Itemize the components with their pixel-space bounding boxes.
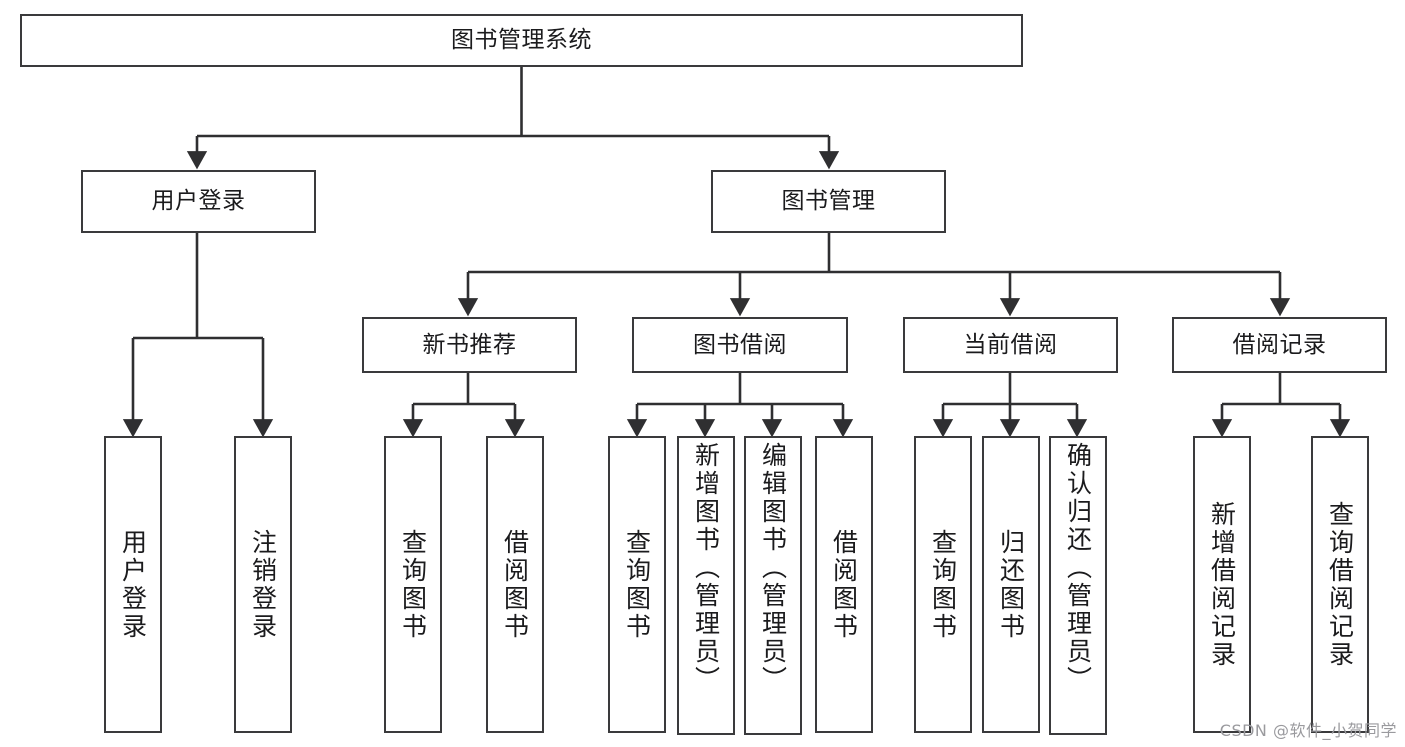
node-label: 用户登录 — [118, 528, 148, 641]
leaf-borrow-books-borrowing[interactable]: 借阅图书 — [815, 436, 873, 733]
node-label: 注销登录 — [248, 528, 278, 641]
node-new-book-recommendation[interactable]: 新书推荐 — [362, 317, 577, 373]
leaf-return-books[interactable]: 归还图书 — [982, 436, 1040, 733]
node-root-book-management-system[interactable]: 图书管理系统 — [20, 14, 1023, 67]
leaf-add-borrow-record[interactable]: 新增借阅记录 — [1193, 436, 1251, 733]
node-label: 图书管理系统 — [451, 27, 592, 54]
node-label: 借阅图书 — [500, 528, 530, 641]
leaf-edit-book-admin[interactable]: 编辑图书（管理员） — [744, 436, 802, 735]
leaf-add-book-admin[interactable]: 新增图书（管理员） — [677, 436, 735, 735]
node-label: 当前借阅 — [963, 331, 1058, 358]
leaf-query-books-current[interactable]: 查询图书 — [914, 436, 972, 733]
node-label: 编辑图书（管理员） — [758, 442, 788, 694]
leaf-confirm-return-admin[interactable]: 确认归还（管理员） — [1049, 436, 1107, 735]
leaf-logout[interactable]: 注销登录 — [234, 436, 292, 733]
node-label: 查询图书 — [398, 528, 428, 641]
node-label: 确认归还（管理员） — [1063, 442, 1093, 694]
node-label: 新增借阅记录 — [1207, 500, 1237, 669]
node-book-management[interactable]: 图书管理 — [711, 170, 946, 233]
node-label: 用户登录 — [151, 188, 246, 215]
node-label: 借阅记录 — [1232, 331, 1327, 358]
node-borrowing-records[interactable]: 借阅记录 — [1172, 317, 1387, 373]
node-label: 图书借阅 — [693, 331, 787, 358]
node-user-login[interactable]: 用户登录 — [81, 170, 316, 233]
leaf-query-books-recommend[interactable]: 查询图书 — [384, 436, 442, 733]
node-label: 查询借阅记录 — [1325, 500, 1355, 669]
node-label: 借阅图书 — [829, 528, 859, 641]
leaf-borrow-books-recommend[interactable]: 借阅图书 — [486, 436, 544, 733]
csdn-watermark: CSDN @软件_小贺同学 — [1219, 721, 1397, 740]
node-label: 归还图书 — [996, 528, 1026, 641]
node-label: 图书管理 — [781, 188, 876, 215]
node-label: 新书推荐 — [422, 331, 517, 358]
node-label: 查询图书 — [928, 528, 958, 641]
leaf-query-borrow-record[interactable]: 查询借阅记录 — [1311, 436, 1369, 733]
node-label: 查询图书 — [622, 528, 652, 641]
node-label: 新增图书（管理员） — [691, 442, 721, 694]
node-current-borrowing[interactable]: 当前借阅 — [903, 317, 1118, 373]
node-book-borrowing[interactable]: 图书借阅 — [632, 317, 848, 373]
leaf-query-books-borrowing[interactable]: 查询图书 — [608, 436, 666, 733]
leaf-user-login[interactable]: 用户登录 — [104, 436, 162, 733]
